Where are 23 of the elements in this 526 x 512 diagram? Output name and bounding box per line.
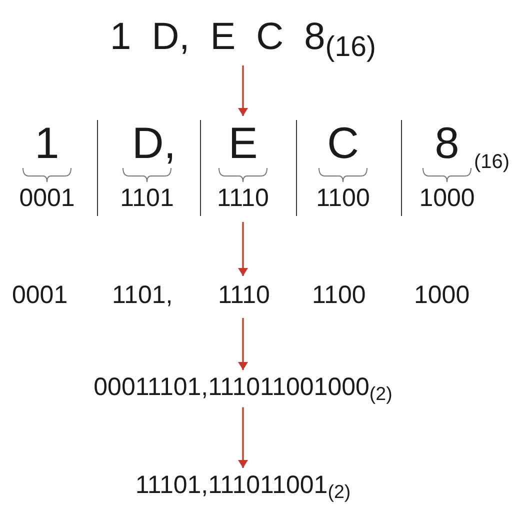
number-text: 00011101,111011001000$_{(2)}$ bbox=[0, 372, 486, 404]
hex-digit: 1 bbox=[34, 122, 60, 166]
binary-group: 1110 bbox=[208, 186, 278, 211]
hex-digit: 8 bbox=[434, 122, 460, 166]
binary-group: 0001 bbox=[12, 186, 82, 211]
binary-group: 1101, bbox=[112, 280, 173, 312]
number-text: 1 D, E C 8$_{(16)}$ bbox=[0, 14, 486, 62]
binary-group: 1101 bbox=[112, 186, 182, 211]
arrow bbox=[238, 318, 248, 370]
binary-group: 1000 bbox=[414, 280, 470, 312]
hex-digit: D, bbox=[131, 122, 177, 166]
binary-group: 1100 bbox=[312, 280, 366, 312]
binary-group: 1100 bbox=[308, 186, 378, 211]
hex-digit: E bbox=[227, 122, 259, 166]
base-label: (16) bbox=[474, 152, 511, 172]
arrow bbox=[238, 222, 248, 276]
binary-group: 0001 bbox=[12, 280, 68, 312]
hex-digit: C bbox=[326, 122, 360, 166]
binary-group: 1110 bbox=[218, 280, 270, 312]
arrow bbox=[238, 407, 248, 468]
arrow bbox=[238, 66, 248, 116]
number-text: 11101,111011001$_{(2)}$ bbox=[0, 470, 486, 502]
binary-group: 1000 bbox=[412, 186, 482, 211]
